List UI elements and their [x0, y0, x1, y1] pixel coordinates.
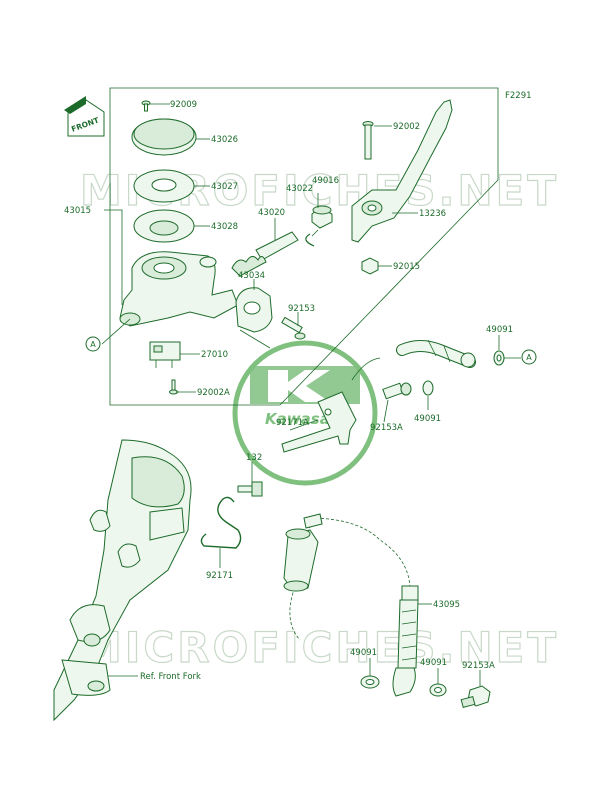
washer-49091-d-icon	[429, 683, 447, 697]
connector-a-right: A	[521, 349, 537, 365]
part-label-43026: 43026	[211, 135, 238, 145]
bolt-92153-icon	[281, 316, 306, 340]
screw-92009-icon	[141, 100, 151, 112]
washer-49091-c-icon	[360, 675, 380, 689]
front-fork-icon	[53, 439, 192, 722]
assembly-outline	[109, 87, 499, 406]
reservoir-cap-icon	[131, 118, 197, 156]
washer-49091-a-icon	[493, 350, 505, 366]
part-label-92015: 92015	[393, 262, 420, 272]
master-cylinder-body-icon	[119, 251, 239, 327]
diaphragm-43028-icon	[133, 209, 195, 243]
clamp-92171-icon	[200, 496, 242, 549]
front-arrow-icon: FRONT	[64, 96, 105, 137]
part-label-43034: 43034	[238, 271, 265, 281]
banjo-bolt-92153A-a-icon	[382, 382, 412, 400]
holder-43034-icon	[235, 287, 273, 333]
part-label-92153A-a: 92153A	[370, 423, 403, 433]
clip-49016-icon	[305, 233, 315, 247]
banjo-bolt-92153A-b-icon	[460, 685, 491, 709]
part-label-49016: 49016	[312, 176, 339, 186]
part-label-49091-b: 49091	[414, 414, 441, 424]
part-label-132: 132	[246, 453, 262, 463]
part-label-92153: 92153	[288, 304, 315, 314]
bolt-132-icon	[237, 481, 263, 497]
plate-43027-icon	[133, 169, 195, 203]
part-label-92002: 92002	[393, 122, 420, 132]
part-label-43027: 43027	[211, 182, 238, 192]
bracket-92171A-icon	[281, 391, 357, 453]
nut-92015-icon	[361, 257, 379, 275]
part-label-43095: 43095	[433, 600, 460, 610]
connector-a-left: A	[85, 336, 101, 352]
lower-brake-hose-icon	[283, 513, 419, 697]
part-label-27010: 27010	[201, 350, 228, 360]
watermark-bottom: MICROFICHES.NET	[80, 623, 559, 672]
piston-assy-43020-icon	[231, 231, 299, 277]
connector-a-left-label: A	[90, 340, 96, 349]
part-label-49091-d: 49091	[420, 658, 447, 668]
brake-lever-icon	[351, 99, 453, 243]
part-label-92171: 92171	[206, 571, 233, 581]
part-label-92171A: 92171A	[276, 418, 309, 428]
part-label-43015: 43015	[64, 206, 91, 216]
part-label-92002A: 92002A	[197, 388, 230, 398]
ref-front-fork-label: Ref. Front Fork	[140, 672, 201, 682]
part-label-49091-a: 49091	[486, 325, 513, 335]
connector-a-right-label: A	[526, 353, 532, 362]
part-label-43028: 43028	[211, 222, 238, 232]
part-label-13236: 13236	[419, 209, 446, 219]
upper-hose-icon	[351, 339, 476, 381]
piston-43022-icon	[311, 205, 333, 229]
washer-49091-b-icon	[422, 380, 434, 396]
switch-27010-icon	[149, 341, 181, 368]
diagram-code: F2291	[505, 91, 532, 101]
part-label-43020: 43020	[258, 208, 285, 218]
part-label-43022: 43022	[286, 184, 313, 194]
part-label-49091-c: 49091	[350, 648, 377, 658]
bolt-92002-icon	[362, 121, 374, 160]
part-label-92009: 92009	[170, 100, 197, 110]
part-label-92153A-b: 92153A	[462, 661, 495, 671]
